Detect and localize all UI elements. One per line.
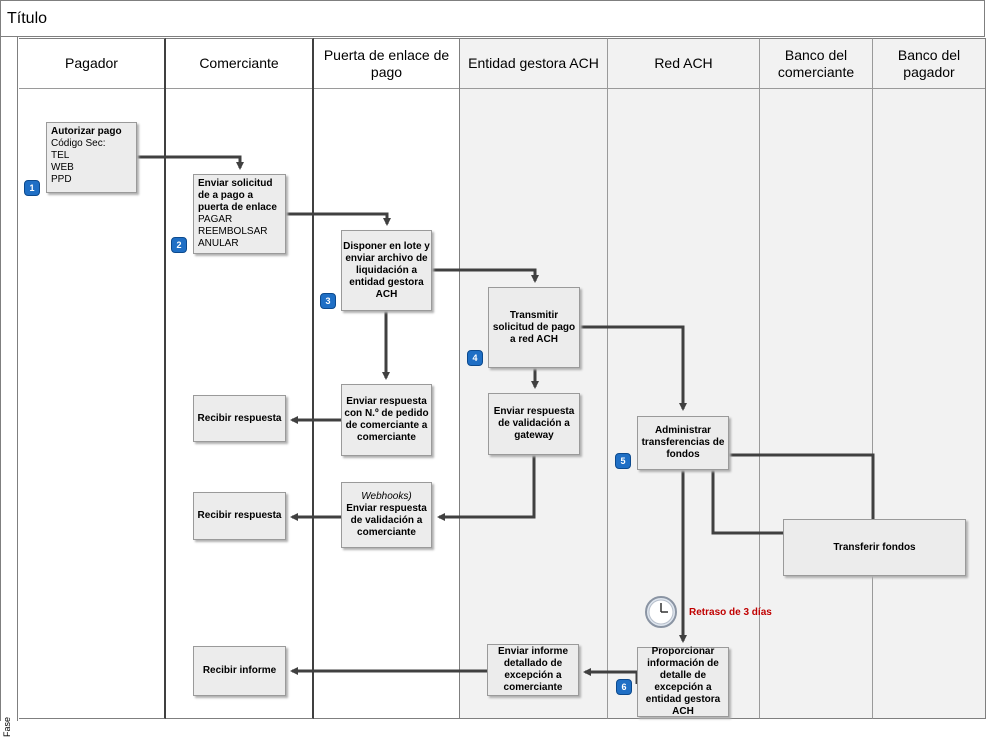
- step-title: Enviar informe detallado de excepción a …: [497, 646, 569, 693]
- lane-header: Pagador: [19, 39, 164, 89]
- lane-header: Red ACH: [608, 39, 759, 89]
- step-line: TEL: [51, 150, 70, 161]
- step-title: Proporcionar información de detalle de e…: [645, 646, 721, 717]
- arrow-request-to-batch: [286, 212, 391, 226]
- step-authorize-payment: Autorizar pago Código Sec: TEL WEB PPD: [46, 122, 137, 193]
- lane-header: Entidad gestora ACH: [460, 39, 607, 89]
- step-title: Recibir respuesta: [197, 510, 282, 521]
- step-title: Disponer en lote y enviar archivo de liq…: [343, 240, 430, 300]
- step-title: Autorizar pago: [51, 126, 122, 137]
- step-badge: 2: [171, 237, 187, 253]
- step-title: Enviar respuesta de validación a gateway: [493, 406, 575, 441]
- step-order-response: Enviar respuesta con N.º de pedido de co…: [341, 384, 432, 456]
- step-manage-transfers: Administrar transferencias de fondos: [637, 416, 729, 470]
- step-transfer-funds: Transferir fondos: [783, 519, 966, 576]
- step-badge: 6: [616, 679, 632, 695]
- arrow-batch-to-transmit: [432, 268, 539, 283]
- step-badge: 1: [24, 180, 40, 196]
- step-receive-response-2: Recibir respuesta: [193, 492, 286, 540]
- lane-comerciante: Comerciante: [166, 38, 314, 719]
- step-badge: 4: [467, 350, 483, 366]
- step-badge: 3: [320, 293, 336, 309]
- arrow-authorize-to-request: [137, 155, 244, 170]
- step-title: Transmitir solicitud de pago a red ACH: [492, 309, 576, 345]
- step-line: PAGAR: [198, 214, 233, 225]
- step-line: REEMBOLSAR: [198, 226, 268, 237]
- phase-column: Fase: [0, 37, 18, 737]
- step-receive-report: Recibir informe: [193, 646, 286, 696]
- step-exception-report: Enviar informe detallado de excepción a …: [487, 644, 579, 696]
- step-title: Enviar solicitud de a pago a puerta de e…: [198, 178, 277, 213]
- arrow-validation-to-webhooks: [437, 455, 536, 521]
- step-title: Recibir respuesta: [197, 412, 282, 424]
- step-title: Enviar respuesta con N.º de pedido de co…: [344, 396, 429, 443]
- step-webhooks-response: Webhooks) Enviar respuesta de validación…: [341, 482, 432, 548]
- lane-header: Puerta de enlace de pago: [314, 39, 459, 89]
- step-title: Enviar respuesta de validación a comerci…: [346, 503, 427, 538]
- diagram-title: Título: [7, 10, 48, 27]
- step-exception-info: Proporcionar información de detalle de e…: [637, 646, 729, 717]
- arrow-manage-to-transfer: [729, 453, 875, 530]
- step-badge: 5: [615, 453, 631, 469]
- lane-header: Comerciante: [166, 39, 312, 89]
- step-line: WEB: [51, 162, 74, 173]
- clock-icon: [645, 596, 677, 628]
- step-line: ANULAR: [198, 238, 239, 249]
- step-receive-response-1: Recibir respuesta: [193, 395, 286, 442]
- step-title: Administrar transferencias de fondos: [641, 425, 725, 460]
- step-title: Transferir fondos: [833, 541, 916, 553]
- step-italic-note: Webhooks): [361, 491, 412, 502]
- step-line: Código Sec:: [51, 138, 106, 149]
- arrow-transfer-to-manage: [709, 459, 783, 535]
- step-validation-gateway: Enviar respuesta de validación a gateway: [488, 393, 580, 455]
- delay-label: Retraso de 3 días: [689, 607, 772, 618]
- lane-header: Banco del comerciante: [760, 39, 872, 89]
- step-batch-send: Disponer en lote y enviar archivo de liq…: [341, 230, 432, 311]
- lane-header: Banco del pagador: [873, 39, 985, 89]
- step-title: Recibir informe: [202, 665, 277, 676]
- step-line: PPD: [51, 174, 72, 185]
- diagram-title-bar: Título: [0, 0, 985, 37]
- lane-banco-pagador: Banco del pagador: [873, 38, 986, 719]
- step-send-request: Enviar solicitud de a pago a puerta de e…: [193, 174, 286, 254]
- step-transmit: Transmitir solicitud de pago a red ACH: [488, 287, 580, 368]
- lane-banco-comerciante: Banco del comerciante: [760, 38, 873, 719]
- arrow-transmit-to-manage: [580, 325, 687, 411]
